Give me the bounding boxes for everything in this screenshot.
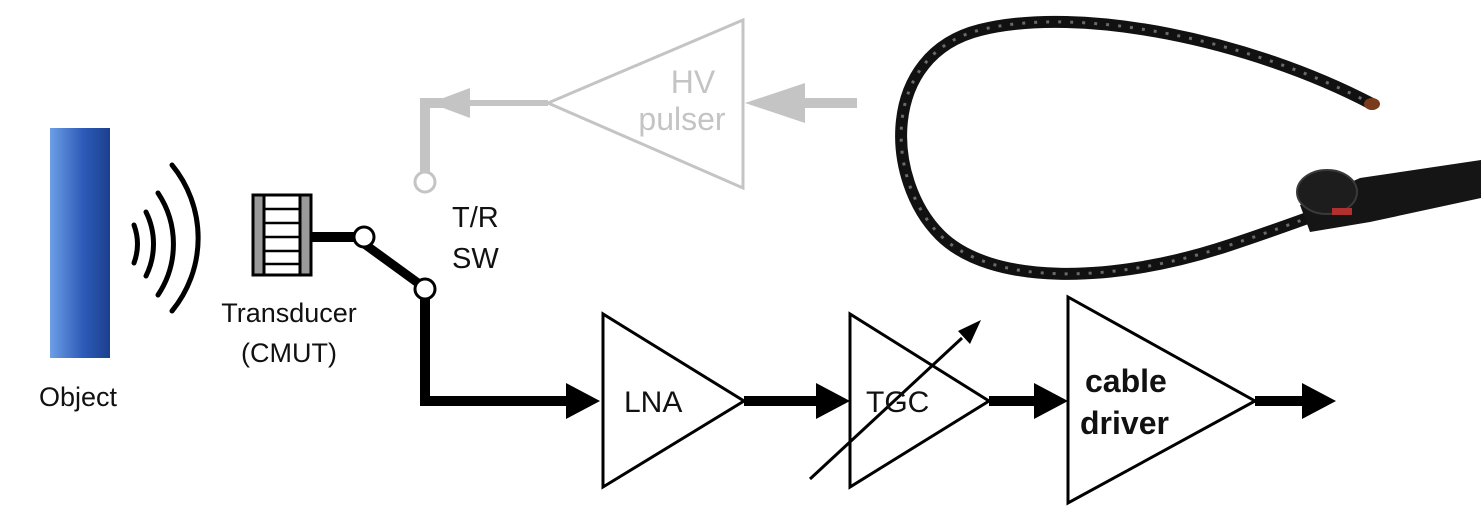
cable-driver-block	[1066, 294, 1259, 506]
transducer-label: Transducer	[221, 298, 357, 328]
hv-pulser-block	[544, 17, 745, 191]
hv-pulser-label-line1: HV	[671, 64, 716, 100]
tr-switch	[352, 225, 437, 301]
receive-path	[420, 299, 600, 419]
transmit-path	[413, 88, 548, 194]
tr-switch-label-line1: T/R	[452, 202, 499, 234]
cable-driver-label-line2: driver	[1080, 405, 1169, 441]
ultrasound-probe-photo	[895, 15, 1481, 280]
lna-to-tgc-arrow	[744, 383, 850, 419]
lna-block	[601, 311, 747, 490]
tgc-to-driver-arrow	[989, 383, 1068, 419]
transducer-block	[251, 193, 313, 277]
hv-pulser-label-line2: pulser	[638, 101, 726, 137]
output-arrow	[1255, 383, 1336, 419]
object-label: Object	[39, 382, 118, 412]
object-block	[50, 128, 110, 358]
lna-label: LNA	[624, 386, 682, 419]
transducer-type-label: (CMUT)	[241, 338, 337, 368]
acoustic-waves-icon	[131, 162, 201, 314]
tr-switch-label-line2: SW	[452, 243, 499, 275]
cable-driver-label-line1: cable	[1085, 363, 1167, 399]
tgc-block	[808, 311, 992, 490]
pulser-input-arrow	[745, 83, 857, 123]
tgc-label: TGC	[866, 386, 929, 419]
